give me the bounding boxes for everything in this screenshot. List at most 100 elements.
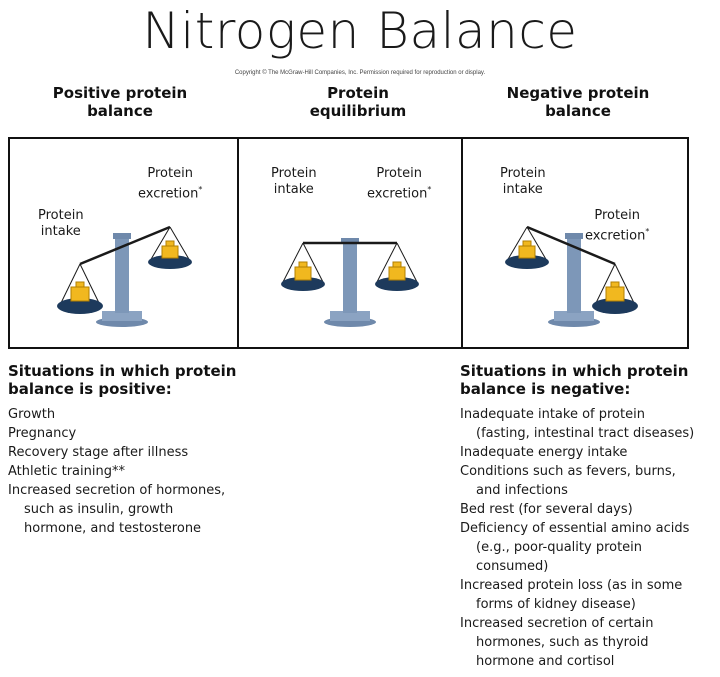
negative-situations-heading: Situations in which protein balance is n… (460, 362, 688, 398)
heading-line: balance is positive: (8, 380, 172, 398)
balance-scale-level (281, 238, 419, 327)
item-text: Growth (8, 407, 56, 422)
pan-intake (281, 277, 325, 291)
pan-excretion (592, 298, 638, 314)
label-line: intake (273, 182, 314, 197)
label-line: Protein (38, 208, 84, 223)
list-item: Increased secretion of certain hormones, … (460, 614, 718, 671)
weight-knob (392, 261, 402, 268)
pan-intake (505, 255, 549, 269)
scale-post (115, 235, 129, 313)
pan-string (79, 263, 101, 306)
item-text: Increased secretion of certain (460, 616, 654, 631)
item-text: Conditions such as fevers, burns, (460, 464, 676, 479)
scale-foot (330, 311, 370, 321)
weight-intake (70, 286, 90, 302)
scale-post (567, 235, 581, 313)
label-text: excretion (367, 186, 428, 202)
copyright-notice: Copyright © The McGraw-Hill Companies, I… (234, 70, 486, 76)
list-item: Recovery stage after illness (8, 443, 258, 462)
list-item: Inadequate intake of protein(fasting, in… (460, 405, 718, 443)
item-continuation: hormone, and testosterone (24, 521, 202, 536)
item-continuation: such as insulin, growth (24, 502, 174, 517)
pan-string (169, 226, 191, 262)
footnote-mark: * (198, 185, 203, 194)
item-text: Increased secretion of hormones, (8, 483, 226, 498)
scale-foot (102, 311, 142, 321)
pan-excretion (375, 277, 419, 291)
label-line: excretion* (367, 182, 431, 202)
scale-post-cap (341, 238, 359, 244)
pan-string (59, 263, 81, 306)
heading-line: Positive protein (52, 84, 188, 102)
panel-negative-balance: Protein intake Protein excretion* (461, 137, 689, 349)
heading-line: Situations in which protein (8, 362, 237, 380)
heading-line: Negative protein (506, 84, 650, 102)
page-title: Nitrogen Balance (142, 2, 578, 60)
weight-excretion (161, 245, 179, 259)
item-text: Increased protein loss (as in some (460, 578, 683, 593)
weight-intake (294, 266, 312, 281)
list-item: Conditions such as fevers, burns, and inf… (460, 462, 718, 500)
label-line: intake (502, 182, 543, 197)
scale-beam (526, 225, 616, 266)
label-line: intake (40, 224, 81, 239)
pan-string (149, 226, 171, 262)
pan-string (376, 242, 398, 283)
heading-line: balance (545, 102, 611, 120)
intake-label: Protein intake (271, 166, 317, 198)
list-item: Athletic training** (8, 462, 258, 481)
label-text: excretion (138, 186, 199, 202)
weight-excretion (388, 266, 406, 281)
label-line: Protein (500, 166, 546, 181)
weight-knob (610, 281, 620, 288)
heading-line: balance is negative: (460, 380, 631, 398)
pan-string (282, 242, 304, 283)
scale-post-cap (113, 233, 131, 239)
heading-line: balance (87, 102, 153, 120)
item-continuation: forms of kidney disease) (476, 597, 636, 612)
item-text: Pregnancy (8, 426, 77, 441)
pan-string (614, 263, 636, 306)
item-continuation: consumed) (476, 559, 549, 574)
intake-label: Protein intake (38, 208, 84, 240)
item-continuation: and infections (476, 483, 568, 498)
weight-intake (518, 245, 536, 259)
panel-equilibrium: Protein intake Protein excretion* (237, 137, 463, 349)
item-text: Deficiency of essential amino acids (460, 521, 690, 536)
list-item: Bed rest (for several days) (460, 500, 718, 519)
label-line: excretion* (138, 182, 202, 202)
heading-line: Situations in which protein (460, 362, 689, 380)
label-text: excretion (585, 228, 646, 244)
scale-beam (79, 225, 171, 266)
positive-situations-heading: Situations in which protein balance is p… (8, 362, 236, 398)
panel-positive-balance: Protein intake Protein excretion* (8, 137, 239, 349)
pan-intake (57, 298, 103, 314)
item-continuation: hormones, such as thyroid (476, 635, 649, 650)
pan-string (506, 226, 528, 262)
pan-string (594, 263, 616, 306)
label-line: Protein (147, 166, 193, 181)
weight-knob (75, 281, 85, 288)
item-text: Inadequate energy intake (460, 445, 628, 460)
item-text: Bed rest (for several days) (460, 502, 633, 517)
weight-knob (298, 261, 308, 268)
scale-foot (554, 311, 594, 321)
list-item: Increased secretion of hormones, such as … (8, 481, 258, 538)
pan-string (526, 226, 548, 262)
heading-line: equilibrium (309, 102, 407, 120)
item-text: Athletic training** (8, 464, 125, 479)
label-line: Protein (271, 166, 317, 181)
excretion-label: Protein excretion* (585, 208, 649, 244)
excretion-label: Protein excretion* (138, 166, 202, 202)
scale-post-cap (565, 233, 583, 239)
list-item: Growth (8, 405, 258, 424)
list-item: Inadequate energy intake (460, 443, 718, 462)
label-line: Protein (376, 166, 422, 181)
negative-situations-list: Inadequate intake of protein(fasting, in… (460, 405, 718, 671)
heading-line: Protein (327, 84, 389, 102)
list-item: Deficiency of essential amino acids (e.g.… (460, 519, 718, 576)
item-continuation: (e.g., poor-quality protein (476, 540, 643, 555)
weight-knob (522, 240, 532, 247)
